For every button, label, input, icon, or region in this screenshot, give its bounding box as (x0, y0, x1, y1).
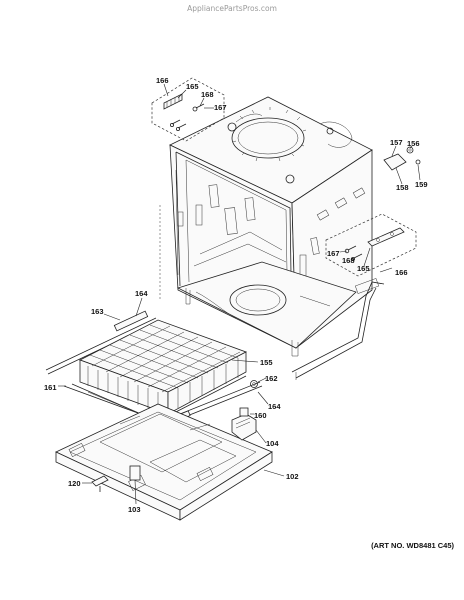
callout-164-right: 164 (268, 402, 281, 411)
callout-159: 159 (415, 180, 428, 189)
callout-163: 163 (91, 307, 104, 316)
leader-lines (58, 83, 421, 505)
callout-161: 161 (44, 383, 57, 392)
callout-166-top: 166 (156, 76, 169, 85)
hinge-kit-group-top (151, 77, 225, 142)
callout-120: 120 (68, 479, 81, 488)
callout-104: 104 (266, 439, 279, 448)
callout-167-top: 167 (214, 103, 227, 112)
tub-assembly (169, 96, 385, 380)
callout-157: 157 (390, 138, 403, 147)
callout-165-right: 165 (357, 264, 370, 273)
callout-168-right: 168 (342, 256, 355, 265)
art-number: (ART NO. WD8481 C45) (371, 541, 454, 550)
base-pan (55, 403, 273, 521)
callout-103: 103 (128, 505, 141, 514)
hinge-kit-group-right (325, 213, 417, 277)
callout-labels: 166 165 168 167 157 156 158 159 167 168 … (44, 76, 428, 514)
pump-104 (231, 407, 257, 441)
watermark-text: AppliancePartsPros.com (187, 4, 277, 13)
callout-102: 102 (286, 472, 299, 481)
lower-rack (45, 310, 247, 425)
callout-155: 155 (260, 358, 273, 367)
callout-164-top: 164 (135, 289, 148, 298)
callout-166-right: 166 (395, 268, 408, 277)
callout-165-top: 165 (186, 82, 199, 91)
callout-160: 160 (254, 411, 267, 420)
callout-168-top: 168 (201, 90, 214, 99)
callout-158: 158 (396, 183, 409, 192)
part-120 (91, 475, 109, 492)
callout-167-right: 167 (327, 249, 340, 258)
callout-162: 162 (265, 374, 278, 383)
hinge-arm-parts (383, 146, 421, 171)
callout-156: 156 (407, 139, 420, 148)
